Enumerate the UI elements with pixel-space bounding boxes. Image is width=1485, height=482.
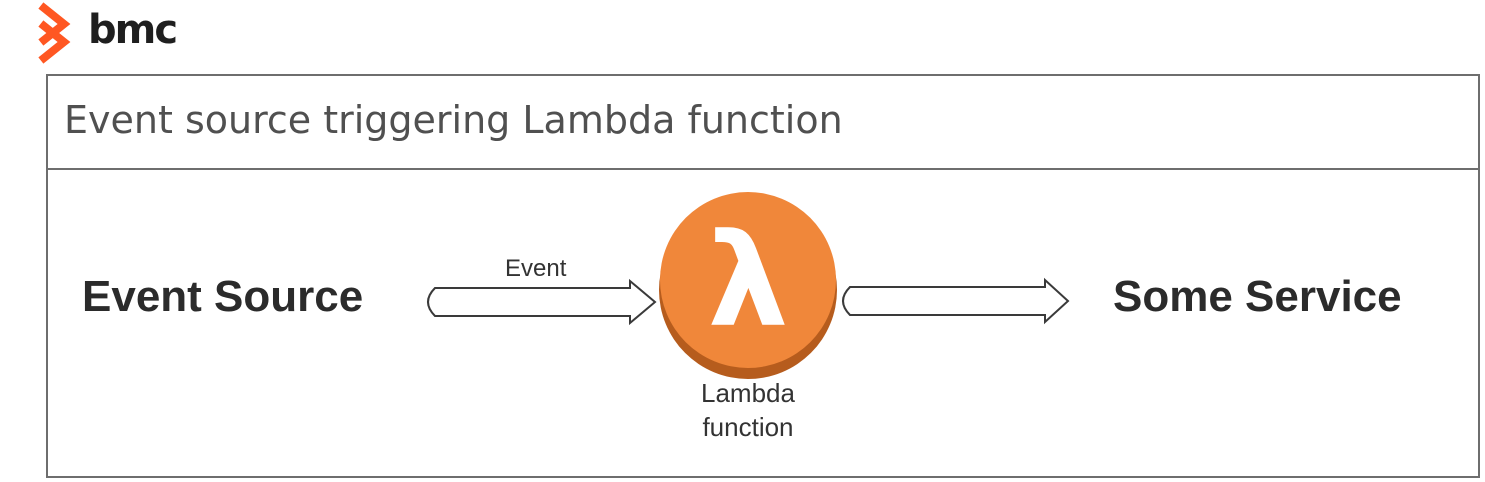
brand-name: bmc xyxy=(88,7,178,53)
arrow-event-source-to-lambda xyxy=(427,278,657,326)
bmc-chevron-logo-icon xyxy=(38,2,71,64)
lambda-caption-line2: function xyxy=(702,412,793,442)
arrow-lambda-to-service xyxy=(842,277,1070,325)
diagram-frame: Event source triggering Lambda function xyxy=(46,74,1480,478)
some-service-label: Some Service xyxy=(1113,272,1402,321)
event-edge-label: Event xyxy=(505,255,567,282)
title-band: Event source triggering Lambda function xyxy=(48,76,1478,170)
diagram-title: Event source triggering Lambda function xyxy=(64,98,843,142)
brand-logo: bmc xyxy=(36,2,178,64)
lambda-symbol: λ xyxy=(708,207,789,356)
event-source-label: Event Source xyxy=(82,272,363,321)
lambda-caption-line1: Lambda xyxy=(701,378,795,408)
lambda-icon: λ xyxy=(659,192,837,379)
